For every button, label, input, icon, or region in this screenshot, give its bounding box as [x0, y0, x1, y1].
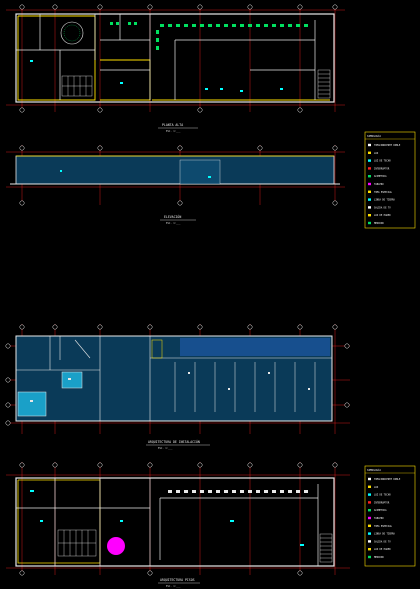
pool-small [61, 371, 83, 389]
legend-item-label: INTERRUPTOR [374, 167, 390, 170]
section-bubbles [19, 145, 338, 206]
legend-top-frame [364, 131, 416, 229]
legend-symbol-icon [368, 540, 371, 543]
view-scale-plan-top: ESC. 1:___ [166, 130, 181, 133]
legend-item-label: INTERRUPTOR [374, 501, 390, 504]
legend-item-label: TOMA ESPECIAL [374, 191, 393, 194]
legend-symbol-icon [368, 524, 371, 527]
legend-symbol-icon [368, 509, 371, 512]
middle-partitions [174, 362, 316, 412]
stall-grid [61, 75, 93, 97]
legend-item-label: LUZ [374, 486, 379, 489]
stair-block [317, 69, 331, 99]
legend-top: SIMBOLOGÍA TOMACORRIENTE DOBLE LUZ LUZ DE … [364, 131, 416, 229]
legend-symbol-icon [368, 167, 371, 170]
legend-bottom-header: SIMBOLOGÍA [367, 469, 381, 472]
legend-symbol-icon [368, 485, 371, 488]
view-title-plan-top: PLANTA ALTA [162, 123, 183, 127]
middle-blue-band [180, 338, 330, 356]
floor-plan-top: PLANTA ALTA ESC. 1:___ [6, 4, 345, 133]
legend-symbol-icon [368, 151, 371, 154]
fixtures [30, 60, 283, 92]
bottom-cyan [30, 490, 304, 546]
middle-dots [30, 372, 310, 402]
view-scale-plan-middle: ESC. 1:___ [158, 447, 173, 450]
legend-symbol-icon [368, 175, 371, 178]
legend-symbol-icon [368, 221, 371, 225]
legend-item-label: LINEA DE TIERRA [374, 533, 395, 536]
section-elevation: ELEVACIÓN ESC. 1:___ [6, 145, 345, 225]
bottom-equipment [168, 490, 308, 493]
outer-wall [15, 13, 335, 103]
view-scale-plan-bottom: ESC. 1:___ [166, 585, 181, 588]
legend-item-label: LINEA DE TIERRA [374, 199, 395, 202]
bottom-stalls [57, 529, 97, 557]
legend-item-label: TABLERO [374, 517, 384, 520]
legend-item-label: LUZ DE PARED [374, 214, 391, 217]
legend-symbol-icon [368, 190, 371, 193]
legend-symbol-icon [368, 198, 371, 201]
section-markers [60, 170, 211, 178]
legend-symbol-icon [368, 516, 371, 520]
legend-symbol-icon [368, 143, 371, 147]
legend-item-label: LUZ DE PARED [374, 548, 391, 551]
legend-item-label: TOMACORRIENTE DOBLE [374, 144, 401, 147]
legend-symbol-icon [368, 555, 371, 559]
middle-walls [16, 336, 332, 421]
axis-bubbles [19, 4, 338, 113]
floor-plan-middle: ARQUITECTURA DE INSTALACIÓN ESC. 1:___ [5, 324, 350, 450]
circular-tank-inner [63, 24, 81, 42]
legend-bottom: SIMBOLOGÍA TOMACORRIENTE DOBLE LUZ LUZ DE … [364, 465, 416, 567]
legend-symbol-icon [368, 159, 371, 162]
view-scale-section: ESC. 1:___ [166, 222, 181, 225]
internal-walls [16, 14, 316, 100]
yellow-boundary [17, 15, 96, 101]
legend-item-label: TOMACORRIENTE DOBLE [374, 478, 401, 481]
legend-item-label: TABLERO [374, 183, 384, 186]
magenta-tank [107, 537, 125, 555]
section-opening [179, 159, 221, 185]
legend-item-label: ACOMETIDA [374, 509, 387, 512]
bottom-walls [16, 478, 319, 566]
middle-bubbles [5, 324, 350, 426]
legend-symbol-icon [368, 477, 371, 481]
legend-item-label: LUZ DE TECHO [374, 160, 391, 163]
legend-symbol-icon [368, 214, 371, 217]
legend-symbol-icon [368, 493, 371, 496]
view-title-plan-bottom: ARQUITECTURA PISOS [160, 578, 195, 582]
pool-left [17, 391, 47, 417]
legend-symbol-icon [368, 501, 371, 504]
section-body [15, 155, 335, 185]
legend-item-label: MEDIDOR [374, 222, 384, 225]
legend-bottom-frame [364, 465, 416, 567]
legend-symbol-icon [368, 182, 371, 186]
legend-item-label: LUZ DE TECHO [374, 494, 391, 497]
view-title-plan-middle: ARQUITECTURA DE INSTALACIÓN [148, 439, 200, 444]
legend-top-header: SIMBOLOGÍA [367, 135, 381, 138]
view-title-section: ELEVACIÓN [164, 214, 181, 219]
legend-item-label: TOMA ESPECIAL [374, 525, 393, 528]
bottom-bubbles [19, 462, 338, 576]
bottom-stair [319, 533, 333, 563]
floor-plan-bottom: ARQUITECTURA PISOS ESC. 1:___ [6, 462, 350, 588]
legend-symbol-icon [368, 206, 371, 209]
legend-bottom-items: TOMACORRIENTE DOBLE LUZ LUZ DE TECHO INTERR… [368, 477, 401, 559]
legend-item-label: SALIDA DE TV [374, 540, 391, 543]
legend-item-label: ACOMETIDA [374, 175, 387, 178]
circular-tank [60, 21, 84, 45]
legend-item-label: SALIDA DE TV [374, 206, 391, 209]
legend-symbol-icon [368, 532, 371, 535]
equipment-rows [110, 22, 308, 50]
stair-middle [151, 339, 163, 359]
legend-item-label: MEDIDOR [374, 556, 384, 559]
legend-item-label: LUZ [374, 152, 379, 155]
bottom-outer [15, 477, 335, 567]
legend-top-items: TOMACORRIENTE DOBLE LUZ LUZ DE TECHO INTERR… [368, 143, 401, 225]
legend-symbol-icon [368, 548, 371, 551]
